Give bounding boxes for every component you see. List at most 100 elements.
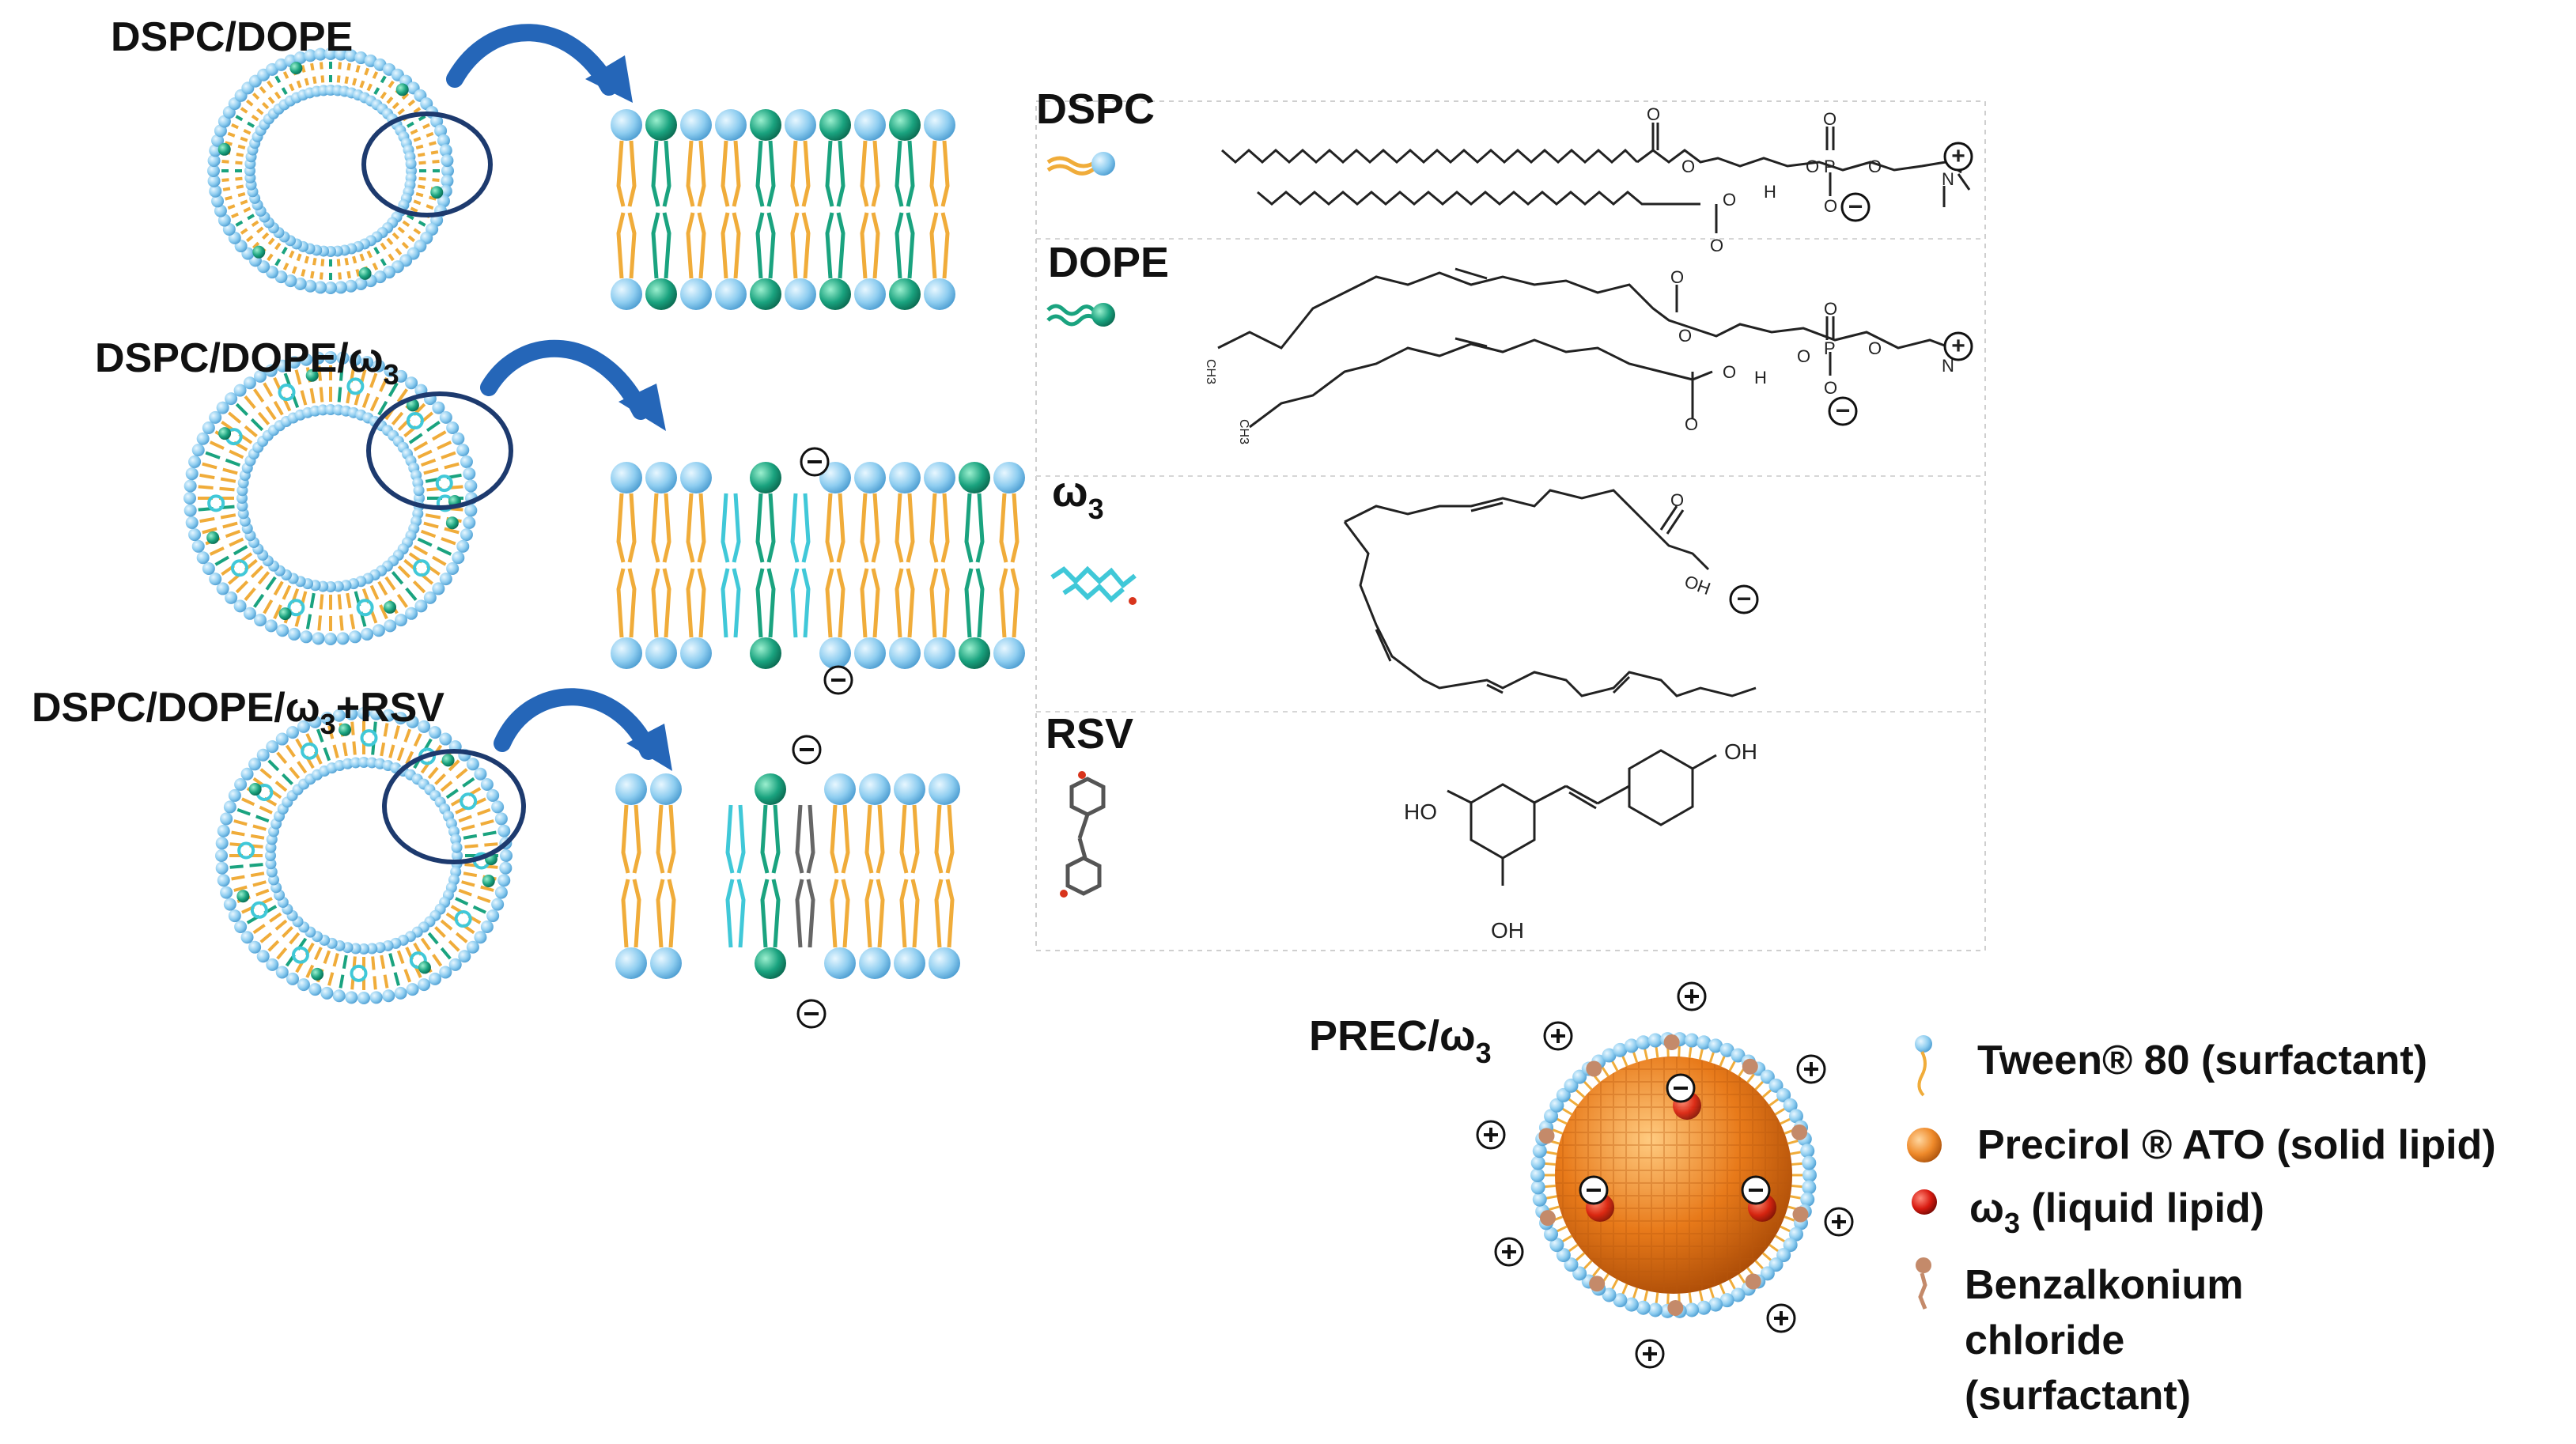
dspc-head	[819, 462, 851, 493]
lipid-head	[188, 528, 202, 542]
dope-head	[959, 462, 990, 493]
dope-head	[750, 462, 781, 493]
lipid-head	[265, 850, 276, 861]
dope-head	[645, 109, 677, 141]
tween80-head	[1556, 1087, 1571, 1102]
tween80-head	[1697, 1300, 1712, 1315]
legend-item-precirol: Precirol ® ATO (solid lipid)	[1907, 1122, 2496, 1168]
lipid-head	[324, 351, 337, 364]
dope-head	[384, 600, 397, 614]
omega3-molecule	[356, 599, 374, 617]
dope-head	[750, 278, 781, 310]
lipid-head	[446, 562, 460, 575]
dope-head	[750, 109, 781, 141]
liposome-label: DSPC/DOPE	[111, 14, 353, 60]
lipid-head	[332, 989, 346, 1003]
lipid-head	[361, 356, 374, 369]
precirol-icon	[1907, 1128, 1942, 1162]
tween80-head	[1624, 1297, 1639, 1312]
lipid-head	[474, 931, 487, 944]
lipid-head	[336, 632, 350, 645]
lipid-head	[254, 614, 267, 627]
lipid-head	[336, 351, 350, 365]
dspc-head	[859, 947, 891, 979]
lipid-head	[491, 898, 505, 911]
benzalkonium-head	[1663, 1034, 1680, 1051]
lipid-head	[466, 940, 479, 954]
lipid-head	[357, 992, 370, 1004]
lipid-head	[207, 164, 220, 177]
omega3-charges: −	[1729, 584, 1759, 614]
dspc-charges: + −	[1840, 142, 1973, 222]
lipid-head	[202, 562, 215, 575]
lipid-head	[243, 607, 256, 620]
svg-text:O: O	[1868, 157, 1882, 176]
tween80-head	[1800, 1143, 1815, 1159]
omega3-molecule	[454, 910, 472, 928]
dope-head	[218, 142, 231, 156]
dspc-head	[824, 947, 856, 979]
lipid-head	[497, 824, 511, 837]
lipid-head	[216, 401, 229, 414]
lipid-head	[293, 51, 307, 65]
tween80-head	[1768, 1078, 1784, 1093]
lipid-head	[215, 849, 228, 862]
svg-text:O: O	[1647, 104, 1660, 124]
tween80-head	[1697, 1035, 1712, 1050]
tween80-head	[1783, 1238, 1798, 1253]
svg-text:O: O	[1678, 326, 1692, 346]
lipid-head	[228, 909, 241, 923]
svg-text:O: O	[1824, 378, 1837, 398]
positive-charge-icon	[1796, 1054, 1826, 1084]
dspc-head	[650, 773, 682, 805]
tween80-head	[1613, 1042, 1628, 1057]
tween80-head	[1530, 1168, 1545, 1182]
dope-head	[395, 83, 409, 96]
omega3-molecule	[346, 377, 365, 395]
dope-head	[218, 427, 232, 440]
dope-head	[819, 109, 851, 141]
positive-charge-icon	[1476, 1120, 1506, 1150]
lipid-head	[345, 707, 358, 720]
lipid-head	[211, 134, 225, 147]
lipid-head	[413, 485, 425, 497]
tween80-head	[1549, 1238, 1564, 1253]
lipid-head	[320, 986, 334, 1000]
dspc-head	[924, 462, 955, 493]
dope-head	[278, 607, 292, 621]
benzalkonium-head	[1792, 1206, 1809, 1223]
positive-charge-icon	[1824, 1207, 1854, 1237]
svg-text:O: O	[1670, 490, 1684, 510]
dspc-head	[889, 462, 921, 493]
svg-text:CH3: CH3	[1204, 359, 1217, 384]
lipid-head	[354, 51, 368, 65]
benzalkonium-head	[1791, 1124, 1808, 1140]
dspc-head	[715, 109, 747, 141]
lipid-head	[297, 978, 310, 992]
dspc-head	[680, 109, 712, 141]
omega3-molecule	[250, 901, 268, 919]
lipid-head	[463, 516, 476, 529]
tween80-head	[1685, 1302, 1700, 1317]
lipid-head	[441, 164, 454, 177]
dspc-head	[993, 637, 1025, 669]
lipid-head	[191, 539, 205, 553]
dope-head	[305, 369, 319, 382]
lipid-head	[456, 539, 470, 553]
svg-text:−: −	[1836, 396, 1851, 425]
dspc-head	[824, 773, 856, 805]
positive-charge-icon	[1677, 981, 1707, 1011]
lipid-head	[406, 715, 419, 728]
dope-head	[311, 967, 324, 981]
dope-head	[482, 874, 495, 887]
dspc-head	[715, 278, 747, 310]
lipid-head	[324, 282, 337, 294]
dspc-head	[993, 462, 1025, 493]
svg-text:O: O	[1681, 157, 1695, 176]
negative-charge-icon	[792, 735, 822, 765]
lipid-head	[211, 195, 225, 208]
omega3-droplet-icon	[1912, 1189, 1937, 1215]
svg-text:O: O	[1685, 414, 1698, 434]
lipid-head	[314, 281, 327, 294]
dope-head	[755, 947, 786, 979]
